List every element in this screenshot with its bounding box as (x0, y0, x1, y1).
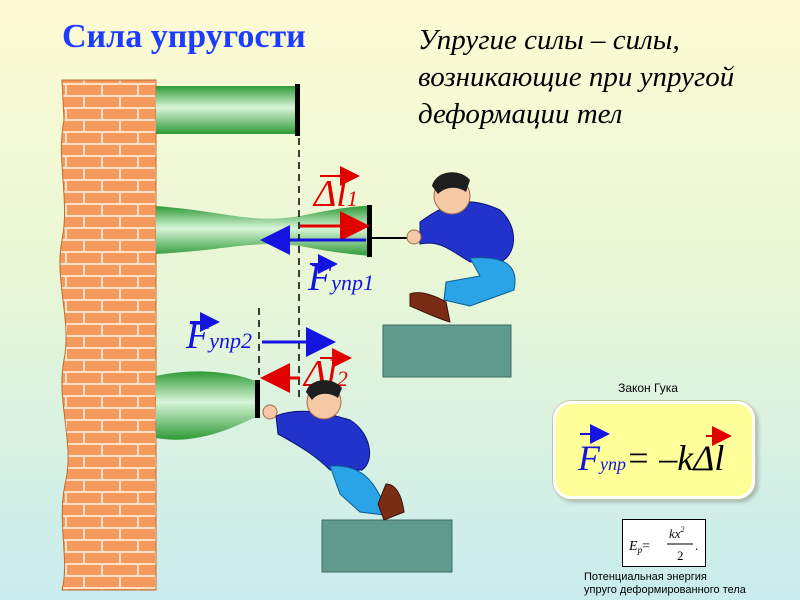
page-title: Сила упругости (62, 18, 306, 55)
pedestal-upper (382, 324, 512, 378)
potential-energy-formula: Ep= kx2 2 . (628, 525, 698, 563)
hooke-law-caption: Закон Гука (618, 381, 678, 395)
hooke-force-symbol: F (577, 438, 601, 478)
svg-text:.: . (695, 538, 698, 553)
f-upr1-label: F (307, 257, 332, 299)
brick-wall (59, 79, 157, 591)
man-pushing-figure (262, 380, 405, 521)
svg-text:Fупр2: Fупр2 (185, 315, 252, 357)
svg-text:Fупр1: Fупр1 (307, 257, 374, 299)
svg-text:Fупр= –kΔl: Fупр= –kΔl (577, 438, 724, 478)
definition-text: Упругие силы – силы, возникающие при упр… (418, 24, 735, 130)
f-upr2-label: F (185, 315, 210, 357)
pedestal-lower (321, 519, 453, 573)
hooke-law-formula-box: Fупр= –kΔl (553, 401, 755, 499)
potential-energy-caption: Потенциальная энергия упруго деформирова… (584, 571, 746, 596)
man-pulling-figure (372, 172, 516, 323)
spring-compressed (156, 371, 258, 440)
potential-energy-formula-box: Ep= kx2 2 . (622, 519, 706, 567)
hooke-law-formula: Fупр= –kΔl (577, 424, 732, 478)
spring-end-plate (367, 205, 372, 257)
spring-end-plate (295, 84, 300, 136)
spring-end-plate (255, 380, 260, 418)
svg-text:kx2: kx2 (669, 525, 685, 541)
svg-text:Ep=: Ep= (628, 539, 650, 555)
svg-text:Δl1: Δl1 (312, 173, 358, 215)
delta-l1-label: Δl (312, 173, 347, 215)
svg-text:2: 2 (677, 548, 684, 563)
spring-relaxed (156, 86, 298, 134)
